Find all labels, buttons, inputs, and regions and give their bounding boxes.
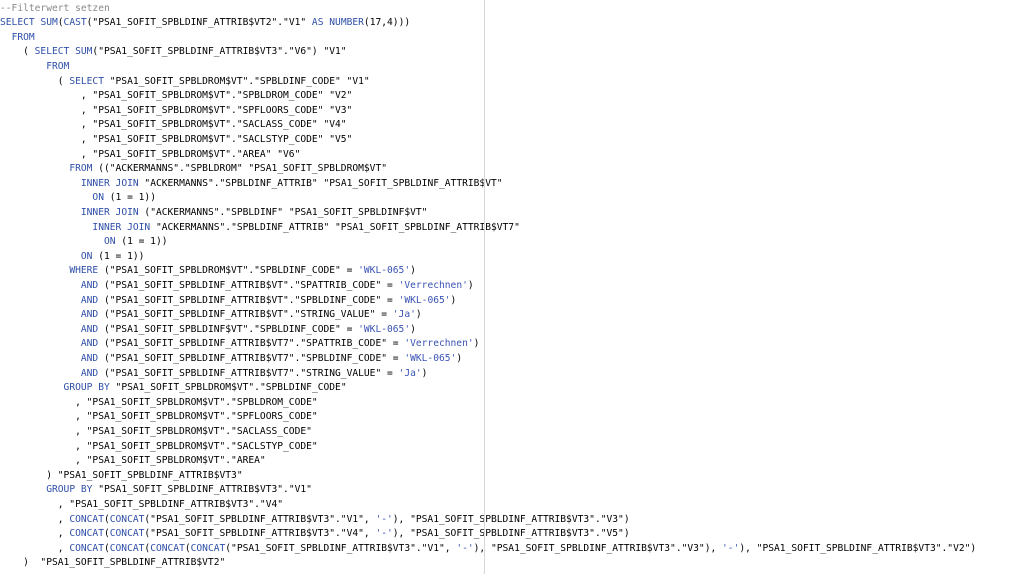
code-line: AND ("PSA1_SOFIT_SPBLDINF_ATTRIB$VT"."SP…	[80, 279, 474, 291]
code-line: , "PSA1_SOFIT_SPBLDROM$VT"."AREA" "V6"	[0, 148, 301, 160]
code-line: , "PSA1_SOFIT_SPBLDROM$VT"."SPBLDROM_COD…	[0, 90, 353, 102]
code-line: ) "PSA1_SOFIT_SPBLDINF_ATTRIB$VT3"	[0, 469, 243, 481]
code-line: , "PSA1_SOFIT_SPBLDROM$VT"."SACLASS_CODE…	[0, 119, 347, 131]
code-line: AND ("PSA1_SOFIT_SPBLDINF$VT"."SPBLDINF_…	[80, 323, 416, 335]
code-line: FROM	[46, 60, 70, 72]
code-line: , CONCAT(CONCAT("PSA1_SOFIT_SPBLDINF_ATT…	[0, 528, 630, 540]
code-line: , "PSA1_SOFIT_SPBLDROM$VT"."SACLSTYP_COD…	[0, 133, 353, 145]
code-line: AND ("PSA1_SOFIT_SPBLDINF_ATTRIB$VT7"."S…	[80, 352, 463, 364]
code-line: AND ("PSA1_SOFIT_SPBLDINF_ATTRIB$VT"."SP…	[80, 294, 457, 306]
code-line: , "PSA1_SOFIT_SPBLDROM$VT"."SACLASS_CODE…	[0, 425, 312, 437]
code-line: --Filterwert setzen	[0, 2, 110, 14]
code-line: AND ("PSA1_SOFIT_SPBLDINF_ATTRIB$VT7"."S…	[80, 367, 428, 379]
code-line: ON (1 = 1))	[103, 236, 168, 248]
print-margin-guide	[484, 0, 485, 574]
code-line: , "PSA1_SOFIT_SPBLDROM$VT"."SPFLOORS_COD…	[0, 104, 353, 116]
code-line: AND ("PSA1_SOFIT_SPBLDINF_ATTRIB$VT7"."S…	[80, 338, 480, 350]
code-line: WHERE ("PSA1_SOFIT_SPBLDROM$VT"."SPBLDIN…	[69, 265, 416, 277]
code-line: ( SELECT SUM("PSA1_SOFIT_SPBLDINF_ATTRIB…	[0, 46, 347, 58]
code-line: FROM (("ACKERMANNS"."SPBLDROM" "PSA1_SOF…	[69, 163, 387, 175]
code-line: , CONCAT(CONCAT(CONCAT(CONCAT("PSA1_SOFI…	[0, 542, 977, 554]
code-line: ON (1 = 1))	[92, 192, 156, 204]
code-line: FROM	[11, 31, 35, 43]
code-line: INNER JOIN "ACKERMANNS"."SPBLDINF_ATTRIB…	[80, 177, 503, 189]
code-line: , "PSA1_SOFIT_SPBLDROM$VT"."SPFLOORS_COD…	[0, 411, 318, 423]
code-line: ( SELECT "PSA1_SOFIT_SPBLDROM$VT"."SPBLD…	[0, 75, 370, 87]
code-line: GROUP BY "PSA1_SOFIT_SPBLDROM$VT"."SPBLD…	[63, 382, 347, 394]
code-line: INNER JOIN ("ACKERMANNS"."SPBLDINF" "PSA…	[80, 206, 428, 218]
code-line: , "PSA1_SOFIT_SPBLDINF_ATTRIB$VT3"."V4"	[0, 498, 284, 510]
code-line: , CONCAT(CONCAT("PSA1_SOFIT_SPBLDINF_ATT…	[0, 513, 630, 525]
code-line: SELECT SUM(CAST("PSA1_SOFIT_SPBLDINF_ATT…	[0, 17, 411, 29]
code-line: , "PSA1_SOFIT_SPBLDROM$VT"."SACLSTYP_COD…	[0, 440, 318, 452]
code-line: GROUP BY "PSA1_SOFIT_SPBLDINF_ATTRIB$VT3…	[46, 484, 312, 496]
code-line: ON (1 = 1))	[80, 250, 145, 262]
code-line: , "PSA1_SOFIT_SPBLDROM$VT"."AREA"	[0, 455, 266, 467]
code-line: , "PSA1_SOFIT_SPBLDROM$VT"."SPBLDROM_COD…	[0, 396, 318, 408]
code-line: ) "PSA1_SOFIT_SPBLDINF_ATTRIB$VT2"	[0, 557, 226, 569]
code-line: AND ("PSA1_SOFIT_SPBLDINF_ATTRIB$VT"."ST…	[80, 309, 422, 321]
code-line: INNER JOIN "ACKERMANNS"."SPBLDINF_ATTRIB…	[92, 221, 520, 233]
